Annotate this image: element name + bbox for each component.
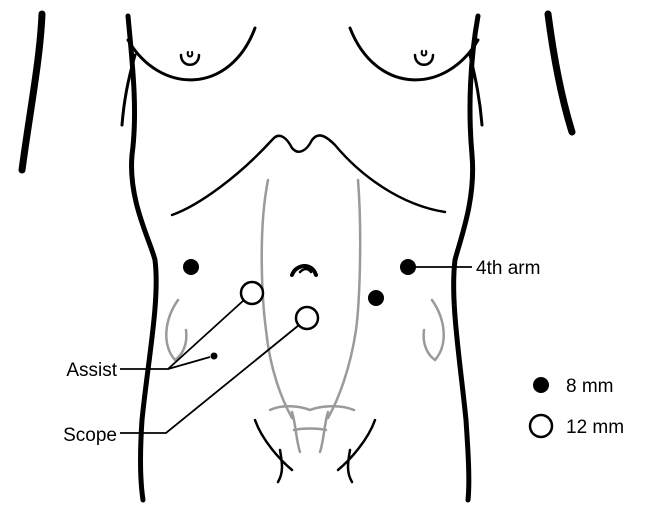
legend-filled-circle-icon	[533, 377, 549, 393]
port-8mm-right-lower	[368, 290, 384, 306]
label-assist: Assist	[66, 360, 117, 381]
legend-8mm-label: 8 mm	[566, 376, 614, 397]
label-4th-arm: 4th arm	[476, 258, 540, 279]
leader-lines	[120, 267, 472, 433]
legend: 8 mm 12 mm	[530, 376, 624, 438]
label-scope: Scope	[63, 425, 117, 446]
ports	[183, 259, 416, 360]
port-8mm-left	[183, 259, 199, 275]
port-8mm-4th-arm	[400, 259, 416, 275]
assist-small-mark	[211, 353, 218, 360]
legend-open-circle-icon	[530, 415, 552, 437]
legend-12mm-label: 12 mm	[566, 417, 624, 438]
